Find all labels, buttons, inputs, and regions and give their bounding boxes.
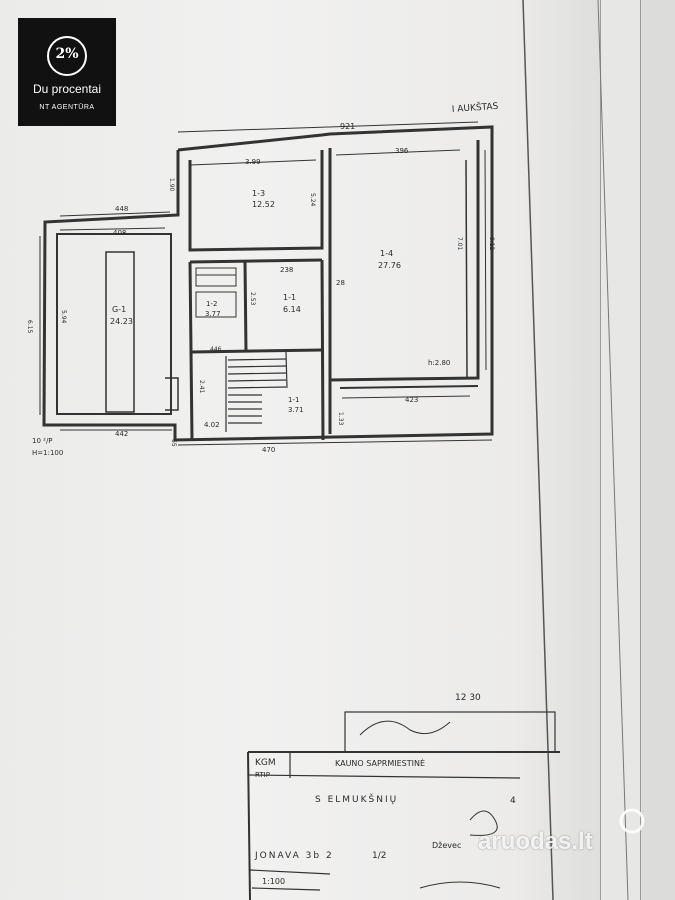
logo-title: Du procentai <box>32 82 102 96</box>
dim-garage-depth-outer: 6.15 <box>26 320 33 334</box>
room-1-1-id: 1-1 <box>283 293 296 302</box>
dim-garage-inner: 408 <box>113 229 126 237</box>
height-note: H=1:100 <box>32 449 63 457</box>
logo-mark-icon: 2% <box>47 36 87 76</box>
dim-bottom: 470 <box>262 446 275 454</box>
dim-stair-depth: 2.41 <box>198 380 205 394</box>
dim-garage-width: 448 <box>115 205 128 213</box>
dim-porch-depth: 1.33 <box>337 412 344 426</box>
room-1-3-area: 12.52 <box>252 200 275 209</box>
room-1-4-id: 1-4 <box>380 249 393 258</box>
dim-offset: 1.90 <box>168 178 175 192</box>
paper-sheet <box>0 0 640 900</box>
dim-room-1-3-depth: 5.24 <box>309 193 316 207</box>
room-g-1-area: 24.23 <box>110 317 133 326</box>
watermark-icon <box>619 808 645 834</box>
room-1-3-id: 1-3 <box>252 189 265 198</box>
dim-garage-depth: 5.94 <box>60 310 67 324</box>
dim-wc: 446 <box>210 346 222 353</box>
room-1-2-id: 1-2 <box>206 300 217 308</box>
floor-label: I AUKŠTAS <box>451 100 499 115</box>
dim-porch: 423 <box>405 396 418 404</box>
dim-room-1-3-width: 3.99 <box>245 158 261 166</box>
stamp-scale: 1:100 <box>262 877 285 886</box>
room-1-4-area: 27.76 <box>378 261 401 270</box>
stamp-date: 12 30 <box>455 693 481 703</box>
dim-hall: 238 <box>280 266 293 274</box>
dim-right-total: 9.12 <box>488 237 495 251</box>
stamp-code-2: RTIP <box>255 771 270 779</box>
level-note: 10 ²/P <box>32 437 53 445</box>
stamp-code: KGM <box>255 758 276 768</box>
logo-subtitle: NT AGENTŪRA <box>39 104 95 111</box>
room-1-1-area: 6.14 <box>283 305 301 314</box>
room-g-1-id: G-1 <box>112 305 126 314</box>
dim-window: 7.01 <box>456 237 463 251</box>
dim-room-1-4-width: 396 <box>395 147 409 155</box>
stamp-org: KAUNO SAPRMIESTINĖ <box>335 758 425 768</box>
dim-wall: 28 <box>336 279 345 287</box>
dim-total-width: 921 <box>340 122 355 131</box>
room-1-1b-area: 3.71 <box>288 406 304 414</box>
page-edge-back <box>640 0 675 900</box>
stamp-street: S ELMUKŠNIŲ <box>315 793 398 805</box>
stamp-number: 4 <box>510 796 516 806</box>
room-1-2-area: 3.77 <box>205 310 221 318</box>
stamp-fraction: 1/2 <box>372 851 386 861</box>
room-1-1b-id: 1-1 <box>288 396 299 404</box>
stamp-address: JONAVA 3b 2 <box>254 851 334 861</box>
dim-garage-bottom: 442 <box>115 430 128 438</box>
dim-hall-depth: 2.53 <box>249 292 256 306</box>
page-edge <box>600 0 641 900</box>
dim-stairs: 4.02 <box>204 421 220 429</box>
ceiling-height: h:2.80 <box>428 359 450 367</box>
watermark-text: aruodas.lt <box>478 828 593 855</box>
stamp-drawn-by: Dževec <box>432 841 461 850</box>
agency-logo: 2% Du procentai NT AGENTŪRA <box>18 18 116 126</box>
dim-step: 65 <box>170 439 177 447</box>
